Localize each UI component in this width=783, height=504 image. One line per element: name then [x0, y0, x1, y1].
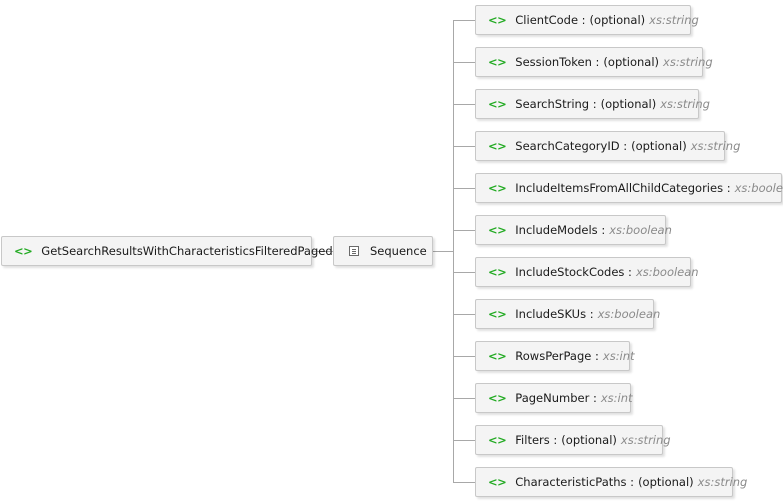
element-icon: <> — [488, 265, 507, 279]
optional-label: (optional) — [631, 139, 687, 153]
type-label: xs:string — [690, 139, 741, 153]
element-icon: <> — [488, 433, 507, 447]
connector-branch — [453, 62, 475, 63]
sequence-label: Sequence — [370, 244, 427, 258]
connector-branch — [453, 356, 475, 357]
connector-branch — [453, 440, 475, 441]
separator: : — [626, 475, 635, 489]
element-icon: <> — [488, 475, 507, 489]
root-element-node[interactable]: <> GetSearchResultsWithCharacteristicsFi… — [1, 236, 333, 266]
connector-branch — [453, 20, 475, 21]
child-element-name: CharacteristicPaths — [515, 475, 627, 489]
child-element-node[interactable]: <> IncludeSKUs :xs:boolean — [475, 299, 660, 329]
child-element-node[interactable]: <> ClientCode :(optional)xs:string — [475, 5, 699, 35]
separator: : — [589, 391, 597, 405]
type-label: xs:boolean — [734, 181, 783, 195]
type-label: xs:int — [602, 349, 635, 363]
child-element-node[interactable]: <> Filters :(optional)xs:string — [475, 425, 671, 455]
child-element-node[interactable]: <> SearchCategoryID :(optional)xs:string — [475, 131, 740, 161]
optional-label: (optional) — [600, 97, 657, 111]
type-label: xs:string — [697, 475, 748, 489]
connector-branch — [453, 104, 475, 105]
separator: : — [624, 265, 632, 279]
child-element-name: IncludeItemsFromAllChildCategories — [515, 181, 724, 195]
optional-label: (optional) — [638, 475, 694, 489]
child-element-name: SearchString — [515, 97, 590, 111]
child-element-name: IncludeStockCodes — [515, 265, 625, 279]
connector-root-sequence — [312, 251, 333, 252]
child-element-name: PageNumber — [515, 391, 590, 405]
element-icon: <> — [488, 223, 507, 237]
optional-label: (optional) — [603, 55, 660, 69]
element-icon: <> — [488, 307, 507, 321]
connector-branch — [453, 230, 475, 231]
type-label: xs:string — [660, 97, 710, 111]
element-icon: <> — [488, 349, 507, 363]
element-icon: <> — [488, 391, 507, 405]
child-element-name: SearchCategoryID — [515, 139, 620, 153]
element-icon: <> — [488, 13, 507, 27]
sequence-node[interactable]: Sequence — [333, 236, 433, 266]
element-icon: <> — [14, 244, 33, 258]
element-icon: <> — [488, 181, 507, 195]
type-label: xs:boolean — [635, 265, 699, 279]
optional-label: (optional) — [589, 13, 646, 27]
type-label: xs:string — [663, 55, 713, 69]
child-element-node[interactable]: <> IncludeModels :xs:boolean — [475, 215, 672, 245]
separator: : — [589, 97, 597, 111]
separator: : — [586, 307, 594, 321]
type-label: xs:int — [600, 391, 633, 405]
separator: : — [619, 139, 628, 153]
child-element-node[interactable]: <> IncludeStockCodes :xs:boolean — [475, 257, 699, 287]
connector-branch — [453, 272, 475, 273]
connector-sequence-trunk — [433, 251, 453, 252]
child-element-node[interactable]: <> SessionToken :(optional)xs:string — [475, 47, 713, 77]
type-label: xs:boolean — [609, 223, 672, 237]
connector-branch — [453, 398, 475, 399]
child-element-name: ClientCode — [515, 13, 579, 27]
separator: : — [549, 433, 558, 447]
sequence-icon — [349, 246, 359, 256]
child-element-name: Filters — [515, 433, 550, 447]
type-label: xs:string — [649, 13, 699, 27]
child-element-name: IncludeSKUs — [515, 307, 587, 321]
type-label: xs:string — [620, 433, 671, 447]
element-icon: <> — [488, 55, 507, 69]
separator: : — [597, 223, 606, 237]
optional-label: (optional) — [561, 433, 617, 447]
child-element-node[interactable]: <> SearchString :(optional)xs:string — [475, 89, 710, 119]
connector-branch — [453, 188, 475, 189]
type-label: xs:boolean — [597, 307, 661, 321]
child-element-name: IncludeModels — [515, 223, 598, 237]
separator: : — [591, 55, 600, 69]
separator: : — [723, 181, 731, 195]
connector-branch — [453, 314, 475, 315]
child-element-node[interactable]: <> PageNumber :xs:int — [475, 383, 633, 413]
element-icon: <> — [488, 97, 507, 111]
root-element-name: GetSearchResultsWithCharacteristicsFilte… — [41, 244, 333, 258]
connector-vertical-bus — [453, 20, 454, 483]
child-element-node[interactable]: <> CharacteristicPaths :(optional)xs:stri… — [475, 467, 747, 497]
connector-branch — [453, 482, 475, 483]
connector-branch — [453, 146, 475, 147]
child-element-name: RowsPerPage — [515, 349, 592, 363]
element-icon: <> — [488, 139, 507, 153]
child-element-node[interactable]: <> RowsPerPage :xs:int — [475, 341, 635, 371]
child-element-node[interactable]: <> IncludeItemsFromAllChildCategories :xs… — [475, 173, 783, 203]
child-element-name: SessionToken — [515, 55, 592, 69]
separator: : — [591, 349, 599, 363]
separator: : — [578, 13, 586, 27]
